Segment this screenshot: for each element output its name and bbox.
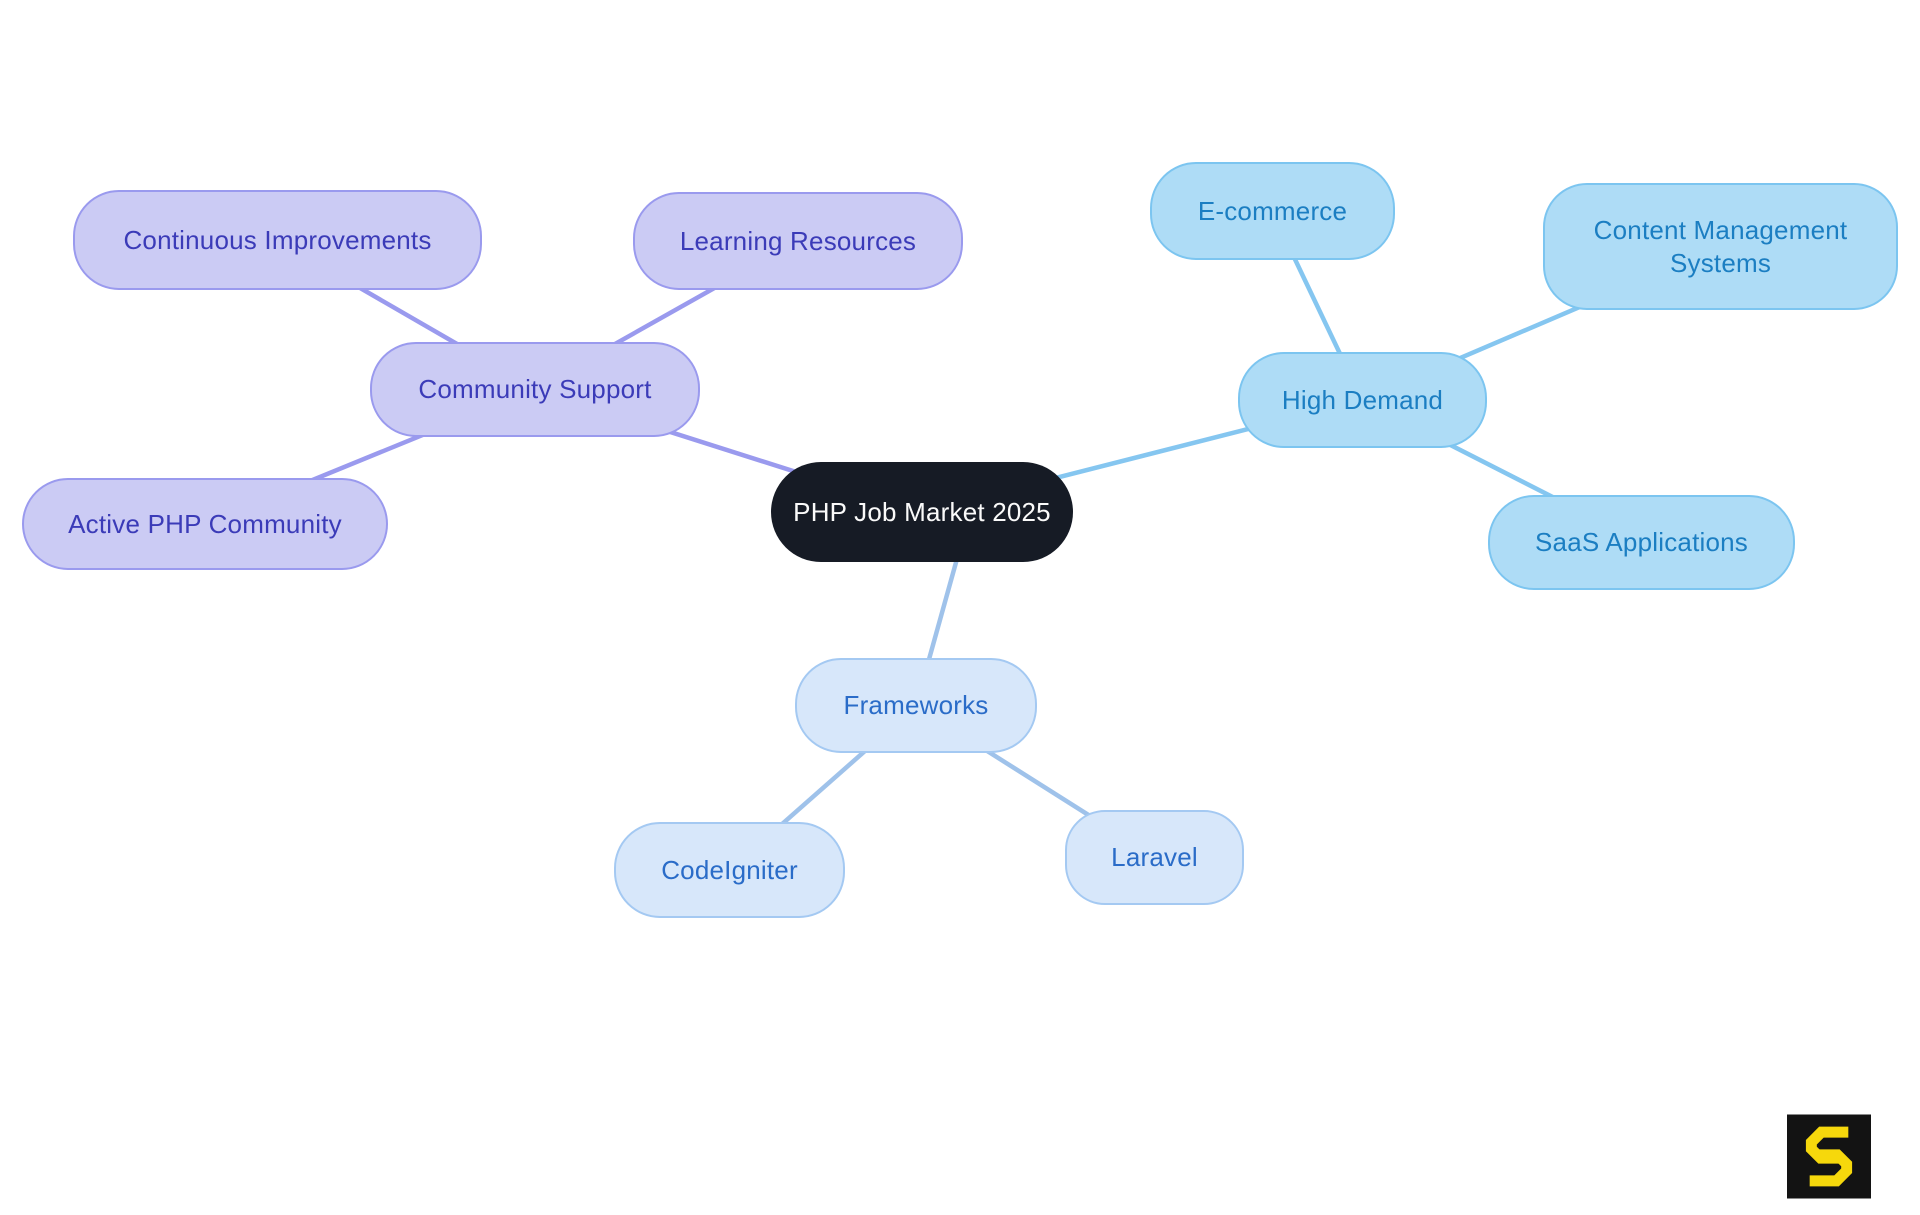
mindmap-node-php-job-market-2025[interactable]: PHP Job Market 2025 (771, 462, 1073, 562)
mindmap-node-continuous-improvements[interactable]: Continuous Improvements (73, 190, 482, 290)
mindmap-node-saas-applications[interactable]: SaaS Applications (1488, 495, 1795, 590)
mindmap-node-frameworks[interactable]: Frameworks (795, 658, 1037, 753)
mindmap-node-ecommerce[interactable]: E-commerce (1150, 162, 1395, 260)
brand-logo-s-icon (1787, 1114, 1871, 1199)
mindmap-node-community-support[interactable]: Community Support (370, 342, 700, 437)
mindmap-node-laravel[interactable]: Laravel (1065, 810, 1244, 905)
mindmap-node-active-php-community[interactable]: Active PHP Community (22, 478, 388, 570)
mindmap-node-content-management-systems[interactable]: Content Management Systems (1543, 183, 1898, 310)
brand-logo (1787, 1113, 1871, 1200)
mindmap-node-learning-resources[interactable]: Learning Resources (633, 192, 963, 290)
mindmap-node-codeigniter[interactable]: CodeIgniter (614, 822, 845, 918)
mindmap-node-high-demand[interactable]: High Demand (1238, 352, 1487, 448)
